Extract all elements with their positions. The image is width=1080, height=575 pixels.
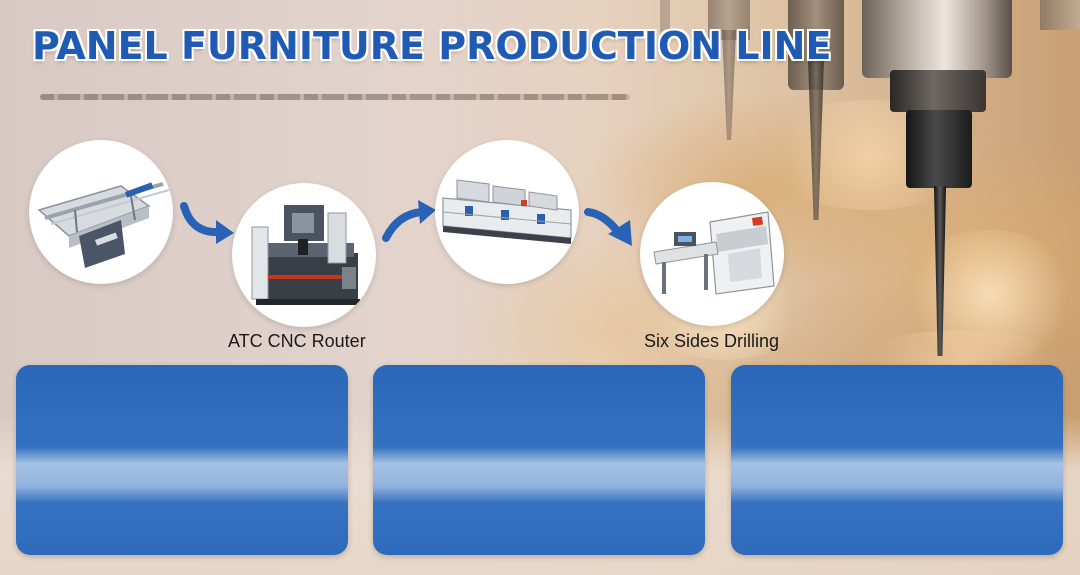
step-six-sides-drilling (640, 182, 784, 326)
card-glare-decoration (373, 447, 705, 503)
background-spindle-icon (660, 0, 670, 40)
card-glare-decoration (731, 447, 1063, 503)
edge-banding-machine-icon (442, 179, 572, 244)
card-glare-decoration (16, 447, 348, 503)
curved-arrow-icon (584, 208, 632, 246)
step-edge-banding-machine (435, 140, 579, 284)
curved-arrow-icon (180, 202, 234, 244)
six-sides-drilling-icon (653, 211, 775, 295)
curved-arrow-icon (382, 200, 436, 242)
step-label-atc-cnc-router: ATC CNC Router (228, 331, 366, 351)
step-label-six-sides-drilling: Six Sides Drilling (644, 331, 780, 351)
title-underline-decoration (40, 94, 630, 100)
router-spindle-icon (862, 0, 1012, 78)
banner-title: PANEL FURNITURE PRODUCTION LINE (32, 24, 832, 68)
feature-card (731, 365, 1063, 555)
background-spindle-icon (1040, 0, 1080, 30)
sliding-table-saw-icon (37, 182, 170, 268)
step-sliding-table-saw (29, 140, 173, 284)
feature-card (16, 365, 348, 555)
cnc-router-icon (251, 205, 360, 305)
step-atc-cnc-router (232, 183, 376, 327)
feature-card (373, 365, 705, 555)
spindle-collar-icon (890, 70, 986, 112)
spindle-nut-icon (906, 110, 972, 188)
router-bit-icon (934, 186, 946, 356)
